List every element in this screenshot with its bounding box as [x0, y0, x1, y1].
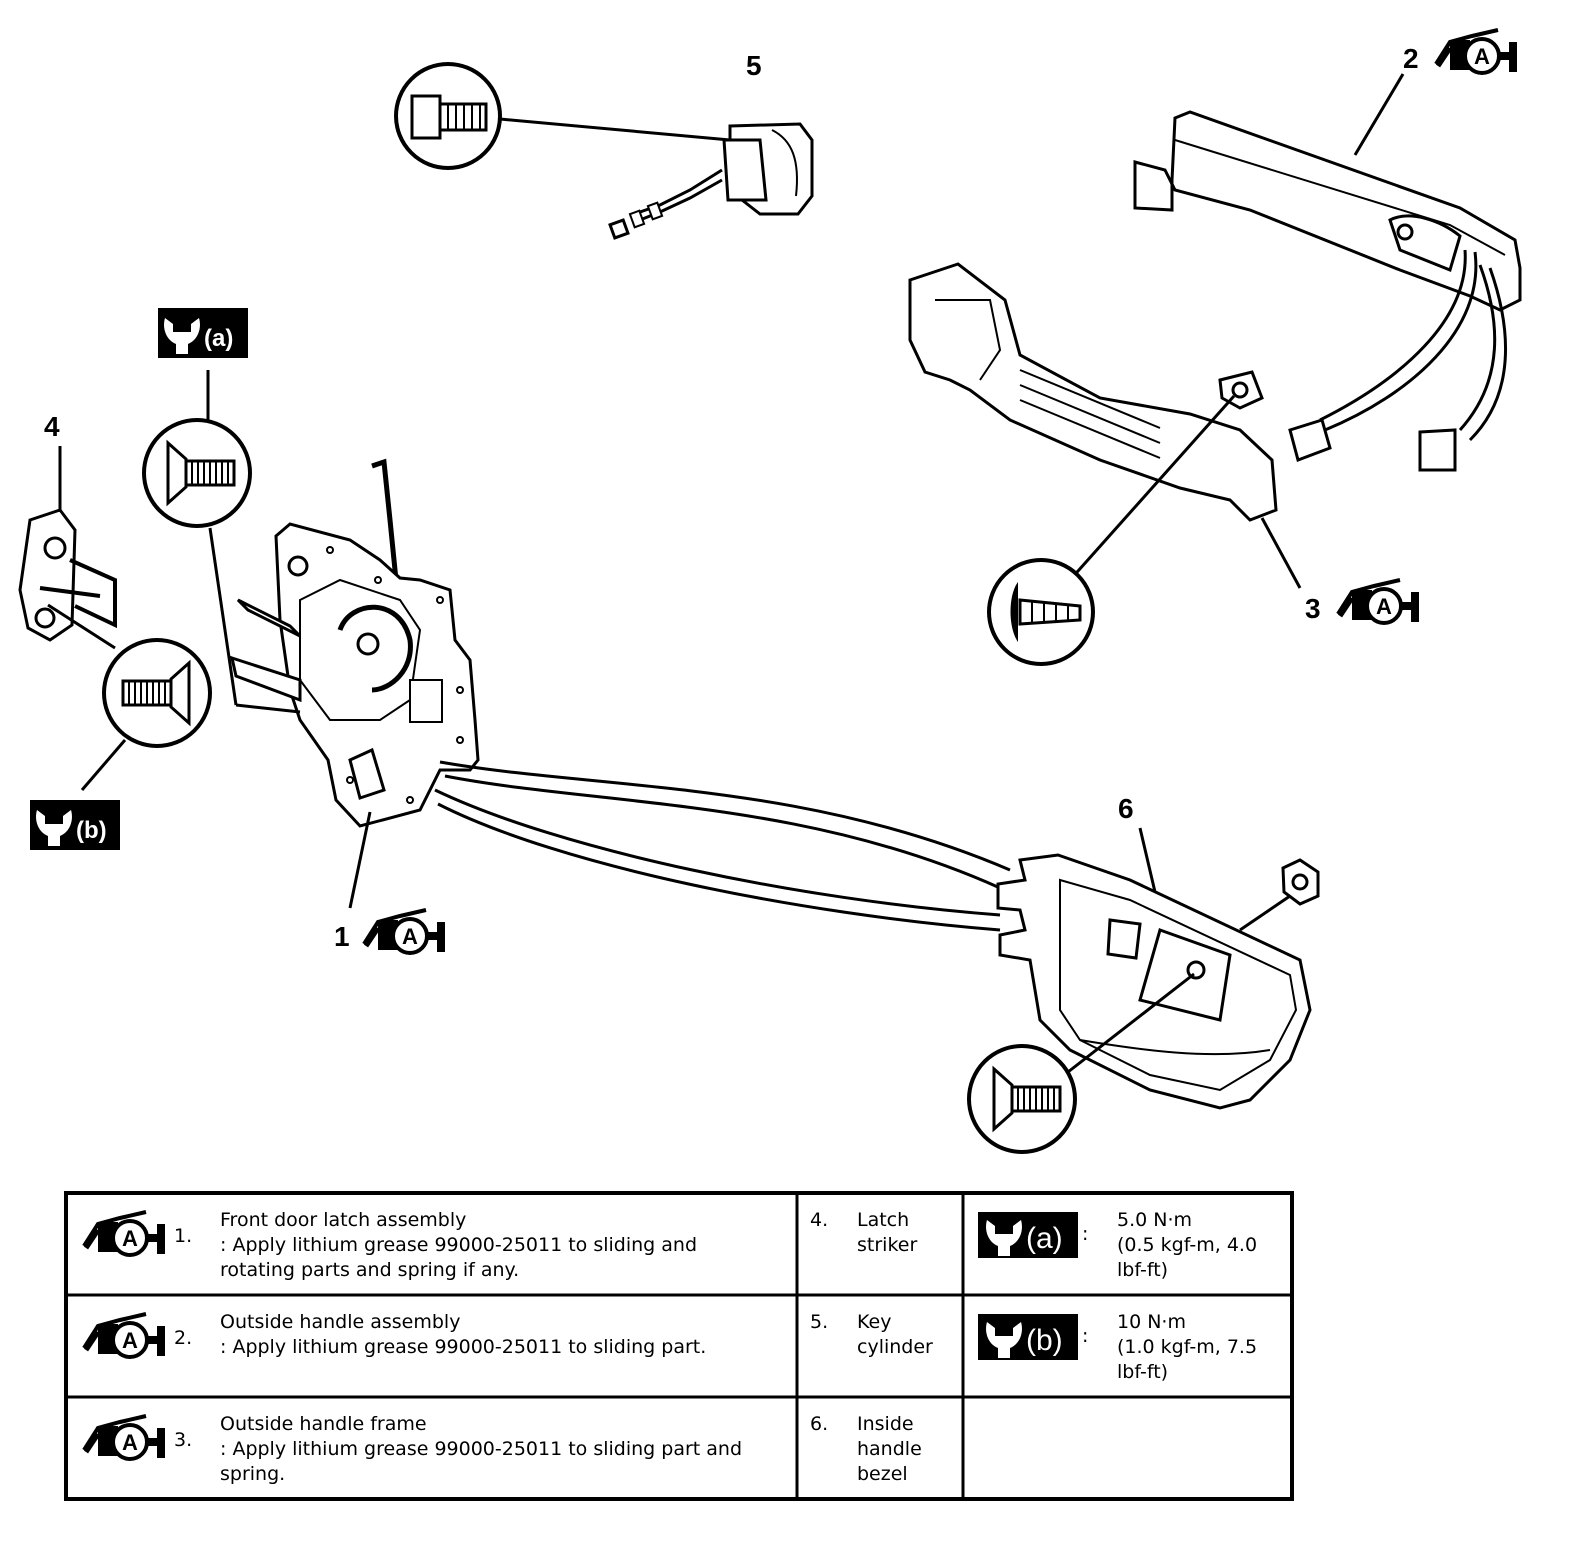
- legend-number: 3.: [174, 1429, 193, 1451]
- legend-item-2: 2.: [174, 1326, 192, 1351]
- grease-icon: A: [364, 910, 445, 953]
- part-5-label: Key cylinder: [857, 1310, 933, 1360]
- bezel-screw-circle: [967, 1044, 1077, 1154]
- part-6: 6.: [810, 1412, 828, 1437]
- legend-number: 2.: [174, 1327, 193, 1349]
- legend-item-2-text: Outside handle assembly : Apply lithium …: [220, 1310, 706, 1360]
- legend-number: 1.: [174, 1225, 193, 1247]
- leader-2: [1353, 73, 1405, 156]
- grease-icon: A: [84, 1314, 165, 1357]
- svg-text:A: A: [1474, 44, 1490, 69]
- latch-cables: [434, 760, 1011, 932]
- screw-detail-circle: [987, 558, 1095, 666]
- legend-item-1: 1.: [174, 1224, 192, 1249]
- legend-note: spring.: [220, 1463, 286, 1485]
- leader-3: [1260, 517, 1302, 589]
- svg-text:(b): (b): [76, 817, 107, 844]
- svg-text:A: A: [122, 1226, 138, 1251]
- part-label-line: cylinder: [857, 1336, 933, 1358]
- legend-item-3-text: Outside handle frame : Apply lithium gre…: [220, 1412, 742, 1487]
- callout-1: 1: [334, 921, 350, 952]
- callout-4: 4: [44, 411, 60, 442]
- grease-icon: A: [1436, 30, 1517, 73]
- part-label-line: bezel: [857, 1463, 908, 1485]
- part-label-line: handle: [857, 1438, 922, 1460]
- key-cylinder: [608, 122, 814, 240]
- callout-6: 6: [1118, 793, 1134, 824]
- legend-item-3: 3.: [174, 1428, 192, 1453]
- torque-b-value: 10 N·m (1.0 kgf-m, 7.5 lbf-ft): [1117, 1310, 1257, 1385]
- part-6-label: Inside handle bezel: [857, 1412, 922, 1487]
- legend-title: Front door latch assembly: [220, 1209, 467, 1231]
- svg-text:A: A: [122, 1328, 138, 1353]
- torque-b-colon: :: [1082, 1324, 1088, 1349]
- svg-text:(a): (a): [1026, 1222, 1063, 1255]
- svg-text:(a): (a): [204, 325, 233, 352]
- part-number: 6.: [810, 1413, 829, 1435]
- legend-note: : Apply lithium grease 99000-25011 to sl…: [220, 1234, 698, 1256]
- part-number: 4.: [810, 1209, 829, 1231]
- torque-a-badge: (a): [158, 308, 248, 358]
- svg-text:(b): (b): [1026, 1324, 1063, 1357]
- torque-line: lbf-ft): [1117, 1259, 1169, 1281]
- latch-screw-circle: [142, 418, 252, 528]
- torque-a-value: 5.0 N·m (0.5 kgf-m, 4.0 lbf-ft): [1117, 1208, 1257, 1283]
- part-label-line: Inside: [857, 1413, 914, 1435]
- bolt-detail-circle: [394, 62, 731, 170]
- leader-1: [348, 811, 372, 909]
- legend-note: rotating parts and spring if any.: [220, 1259, 520, 1281]
- svg-text:A: A: [402, 924, 418, 949]
- grease-icon: A: [84, 1212, 165, 1255]
- outside-handle-assembly: [1133, 73, 1522, 472]
- part-label-line: striker: [857, 1234, 918, 1256]
- legend-item-1-text: Front door latch assembly : Apply lithiu…: [220, 1208, 697, 1283]
- legend-note: : Apply lithium grease 99000-25011 to sl…: [220, 1336, 707, 1358]
- colon: :: [1082, 1325, 1089, 1347]
- part-5: 5.: [810, 1310, 828, 1335]
- svg-text:A: A: [122, 1430, 138, 1455]
- legend-table: A A A (a) (b): [64, 1191, 1294, 1501]
- torque-line: (1.0 kgf-m, 7.5: [1117, 1336, 1258, 1358]
- part-label-line: Key: [857, 1311, 892, 1333]
- legend-title: Outside handle frame: [220, 1413, 427, 1435]
- legend-note: : Apply lithium grease 99000-25011 to sl…: [220, 1438, 743, 1460]
- part-4: 4.: [810, 1208, 828, 1233]
- inside-handle-bezel: [996, 827, 1320, 1110]
- grease-icon: A: [84, 1416, 165, 1459]
- colon: :: [1082, 1223, 1089, 1245]
- torque-a-badge: (a): [978, 1212, 1078, 1258]
- striker-screw-circle: [102, 638, 212, 748]
- front-door-latch: [206, 370, 480, 909]
- callout-2: 2: [1403, 43, 1419, 74]
- torque-b-badge: (b): [30, 800, 120, 850]
- legend-title: Outside handle assembly: [220, 1311, 461, 1333]
- callout-5: 5: [746, 50, 762, 81]
- part-label-line: Latch: [857, 1209, 910, 1231]
- callout-3: 3: [1305, 593, 1321, 624]
- outside-handle-frame: [908, 262, 1302, 589]
- part-4-label: Latch striker: [857, 1208, 917, 1258]
- svg-text:A: A: [1376, 594, 1392, 619]
- torque-line: (0.5 kgf-m, 4.0: [1117, 1234, 1258, 1256]
- part-number: 5.: [810, 1311, 829, 1333]
- torque-line: 5.0 N·m: [1117, 1209, 1193, 1231]
- latch-striker: [18, 446, 127, 791]
- torque-b-badge: (b): [978, 1314, 1078, 1360]
- torque-a-colon: :: [1082, 1222, 1088, 1247]
- torque-line: lbf-ft): [1117, 1361, 1169, 1383]
- torque-line: 10 N·m: [1117, 1311, 1186, 1333]
- grease-icon: A: [1338, 580, 1419, 623]
